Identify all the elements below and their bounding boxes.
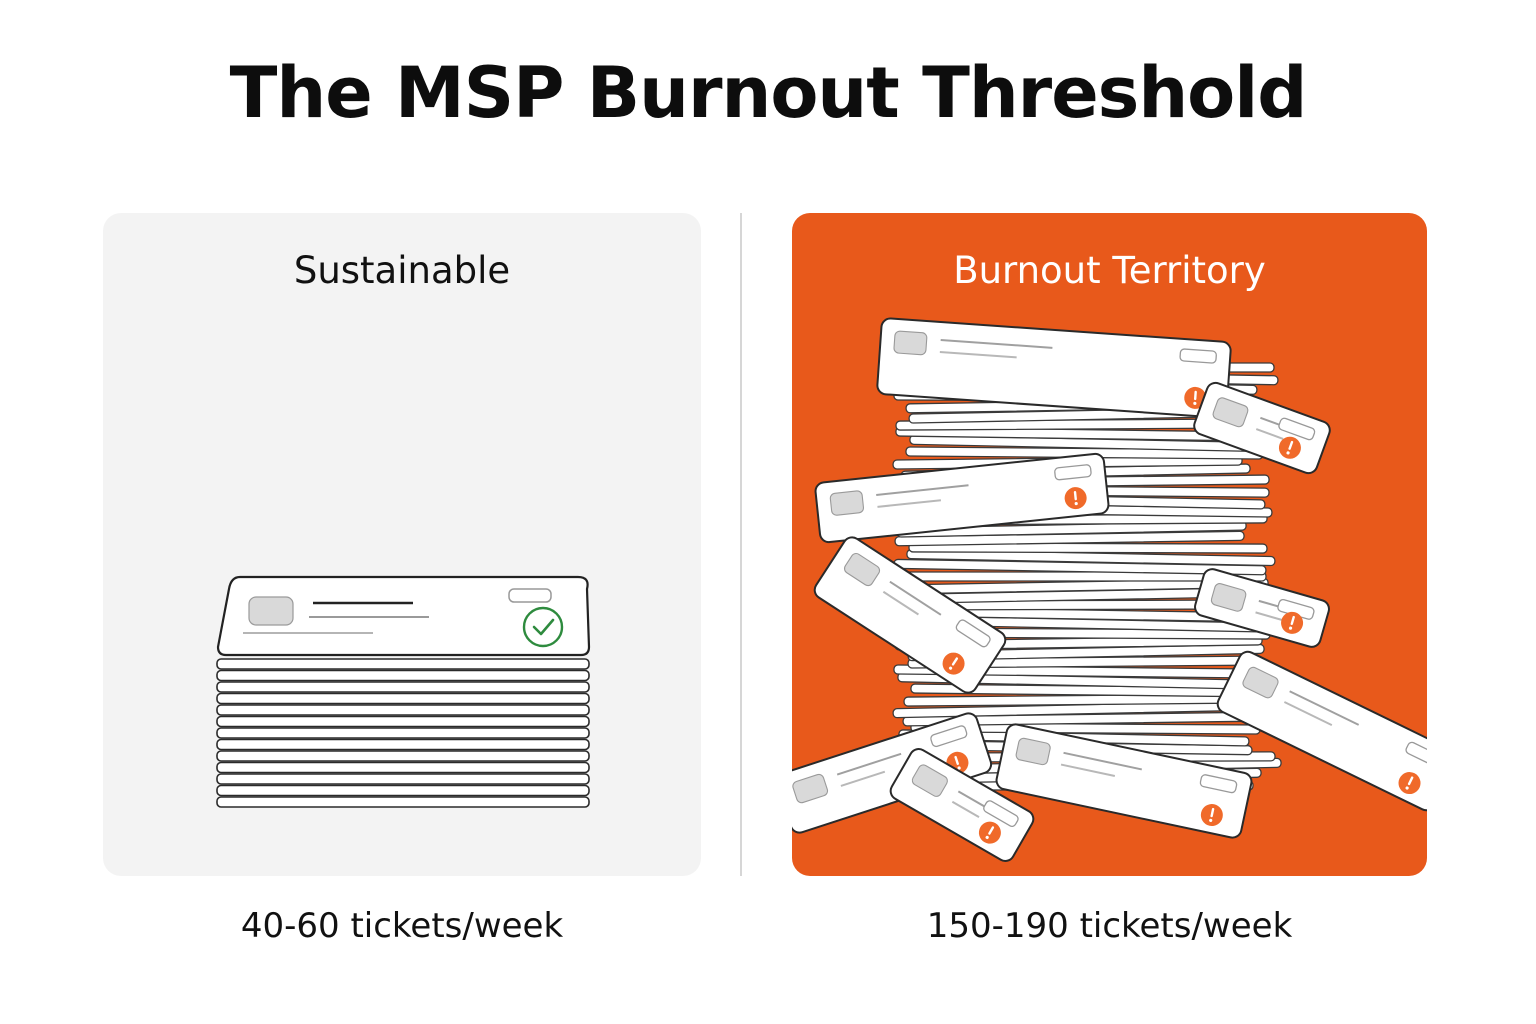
stacked-ticket-edge (216, 761, 590, 774)
loose-ticket-card (1216, 650, 1427, 812)
stacked-ticket-edge (216, 715, 590, 728)
stacked-ticket-edge (216, 773, 590, 785)
alert-circle-icon (1278, 436, 1301, 459)
stacked-ticket-edge (216, 681, 590, 693)
top-ticket-card (216, 575, 591, 657)
sustainable-panel: Sustainable (103, 213, 701, 876)
alert-circle-icon (942, 652, 965, 675)
burnout-panel: Burnout Territory (792, 213, 1427, 876)
stacked-ticket-edge (216, 669, 590, 682)
stacked-ticket-edge (216, 704, 590, 716)
stacked-ticket-edge (216, 692, 590, 705)
page-title: The MSP Burnout Threshold (229, 52, 1308, 134)
panel-divider (740, 213, 742, 876)
stacked-ticket-edge (216, 738, 590, 751)
loose-ticket-card (876, 317, 1232, 419)
loose-ticket-card (814, 452, 1110, 544)
sustainable-ticket-range: 40-60 tickets/week (240, 906, 564, 946)
alert-circle-icon (1398, 772, 1421, 795)
stacked-ticket-edge (908, 542, 1268, 554)
loose-ticket-card (889, 748, 1035, 862)
overflowing-ticket-pile (792, 317, 1427, 862)
stacked-ticket-edge (216, 796, 590, 808)
alert-circle-icon (1064, 487, 1087, 510)
alert-circle-icon (978, 821, 1001, 844)
sustainable-heading: Sustainable (293, 249, 511, 292)
loose-ticket-card (995, 723, 1253, 839)
loose-ticket-card (1193, 381, 1331, 475)
loose-ticket-card (813, 536, 1007, 694)
loose-ticket-card (792, 712, 993, 834)
burnout-ticket-range: 150-190 tickets/week (926, 906, 1293, 946)
burnout-heading: Burnout Territory (953, 249, 1266, 292)
check-circle-icon (522, 606, 564, 648)
scattered-tickets (792, 317, 1427, 862)
ticket-avatar (248, 596, 294, 626)
stacked-ticket-edge (216, 784, 590, 797)
loose-ticket-card (1194, 568, 1330, 648)
stacked-ticket-edge (216, 658, 590, 670)
ticket-stack-sustainable (216, 658, 590, 808)
neat-ticket-stack (216, 575, 591, 808)
alert-circle-icon (1281, 611, 1304, 634)
alert-circle-icon (1200, 804, 1223, 827)
stacked-ticket-edge (216, 750, 590, 762)
stacked-ticket-edge (216, 727, 590, 739)
